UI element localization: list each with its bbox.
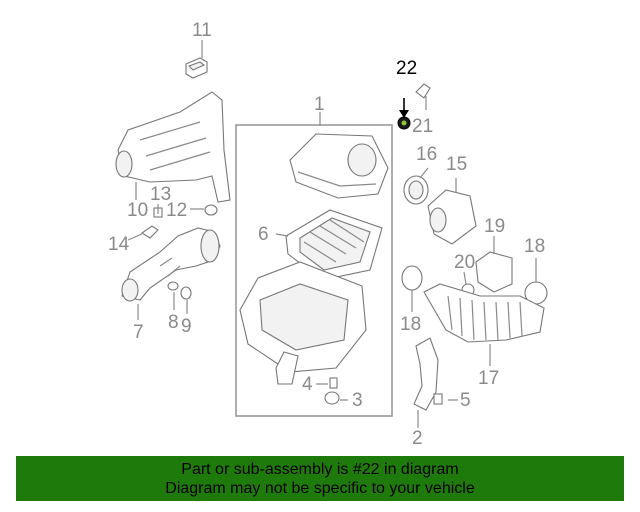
callout-15: 15 — [446, 154, 467, 175]
part-14-clip[interactable] — [141, 225, 159, 239]
callout-17: 17 — [478, 368, 499, 389]
leader-lines — [127, 40, 537, 428]
part-16-seal-ring[interactable] — [403, 175, 429, 205]
banner-line-2: Diagram may not be specific to your vehi… — [165, 480, 475, 497]
callout-18-right: 18 — [524, 236, 545, 257]
part-17-corrugated-hose[interactable] — [423, 283, 545, 343]
callout-13: 13 — [150, 184, 171, 205]
callout-12: 12 — [166, 200, 187, 221]
callout-22: 22 — [396, 58, 417, 79]
callout-20: 20 — [454, 252, 475, 273]
info-banner: Part or sub-assembly is #22 in diagram D… — [16, 456, 624, 501]
banner-line-1: Part or sub-assembly is #22 in diagram — [181, 461, 459, 478]
part-9-grommet[interactable] — [180, 286, 192, 300]
callout-14: 14 — [108, 234, 130, 255]
part-6-air-filter[interactable] — [285, 209, 383, 281]
assembly-box-1 — [235, 124, 393, 417]
callout-3: 3 — [352, 390, 363, 411]
part-11-clip[interactable] — [185, 57, 208, 79]
part-7-intake-hose[interactable] — [121, 227, 221, 302]
callout-2: 2 — [412, 428, 423, 449]
part-3-mount[interactable] — [324, 391, 340, 405]
callout-21: 21 — [412, 116, 433, 137]
part-10-resonator[interactable] — [115, 91, 231, 203]
part-21-sensor[interactable] — [415, 83, 431, 99]
part-18-clamp-left[interactable] — [401, 265, 423, 291]
callout-11: 11 — [192, 20, 212, 41]
callout-6: 6 — [258, 224, 269, 245]
part-4-grommet[interactable] — [329, 377, 338, 389]
callout-8: 8 — [168, 312, 179, 333]
parts-diagram: 11 1 10 13 12 14 6 7 8 9 4 3 5 2 22 21 1… — [108, 20, 548, 449]
part-12-grommet[interactable] — [204, 204, 218, 216]
air-cleaner-upper-cover[interactable] — [289, 133, 389, 199]
callout-1: 1 — [314, 94, 325, 115]
part-15-mass-air-flow-sensor[interactable] — [427, 189, 477, 245]
callout-10: 10 — [127, 200, 148, 221]
part-8-grommet[interactable] — [167, 281, 179, 291]
callout-4: 4 — [302, 374, 313, 395]
air-cleaner-lower-case[interactable] — [239, 261, 367, 385]
callout-7: 7 — [133, 322, 144, 343]
part-22-clip[interactable] — [397, 116, 411, 130]
part-5-bolt[interactable] — [433, 393, 443, 405]
callout-16: 16 — [416, 144, 437, 165]
part-2-bracket[interactable] — [413, 337, 439, 411]
callout-5: 5 — [460, 390, 471, 411]
callout-19: 19 — [484, 216, 505, 237]
callout-9: 9 — [181, 316, 192, 337]
part-19-resonator[interactable] — [475, 251, 513, 293]
callout-18-left: 18 — [400, 314, 421, 335]
